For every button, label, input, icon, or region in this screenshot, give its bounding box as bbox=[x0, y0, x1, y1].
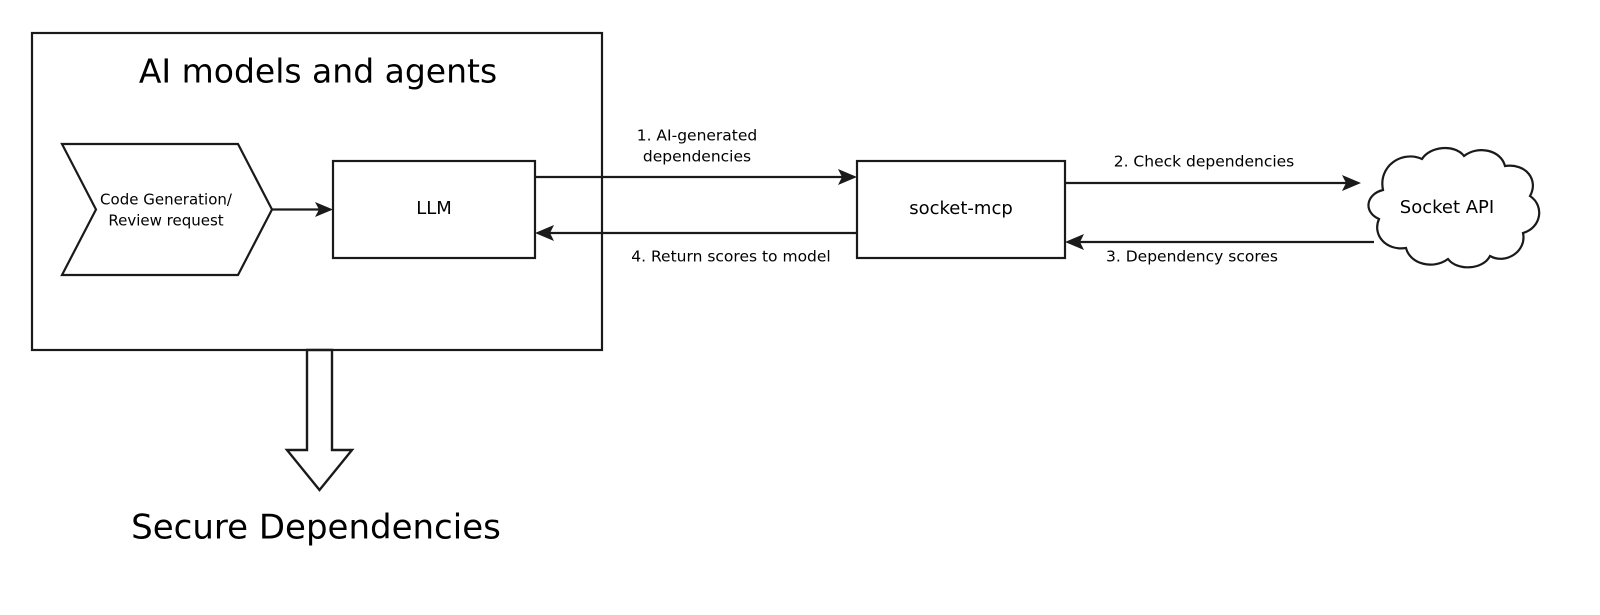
edge-3-label: 3. Dependency scores bbox=[1106, 248, 1278, 266]
edge-4-label: 4. Return scores to model bbox=[631, 248, 830, 266]
container-title: AI models and agents bbox=[139, 52, 497, 91]
edge-3-arrow-head-left-icon bbox=[1065, 234, 1084, 250]
code-request-label-line2: Review request bbox=[108, 212, 223, 230]
edge-1-label-line2: dependencies bbox=[643, 148, 751, 166]
llm-box[interactable] bbox=[331, 159, 537, 260]
edge-1-arrow-head-right-icon bbox=[838, 169, 857, 185]
outcome-label: Secure Dependencies bbox=[131, 508, 501, 548]
socket-mcp-label: socket-mcp bbox=[909, 198, 1013, 219]
cloud-shape-icon[interactable] bbox=[1367, 147, 1541, 269]
chevron-shape[interactable] bbox=[60, 142, 274, 277]
arrow-head-right-icon bbox=[315, 202, 333, 217]
block-arrow-down-icon bbox=[284, 348, 355, 492]
code-request-label-line1: Code Generation/ bbox=[100, 191, 233, 209]
node-llm[interactable]: LLM bbox=[331, 159, 537, 260]
connector-request-to-llm bbox=[272, 202, 333, 217]
edge-3-dependency-scores: 3. Dependency scores bbox=[1065, 234, 1374, 266]
edge-1-label-line1: 1. AI-generated bbox=[637, 127, 758, 145]
edge-2-label: 2. Check dependencies bbox=[1114, 153, 1295, 171]
outcome-block-arrow bbox=[284, 348, 355, 492]
edge-4-arrow-head-left-icon bbox=[535, 225, 554, 241]
socket-mcp-box[interactable] bbox=[855, 159, 1067, 260]
edge-1-ai-generated-dependencies: 1. AI-generated dependencies bbox=[535, 127, 857, 185]
edge-2-arrow-head-right-icon bbox=[1342, 175, 1361, 191]
llm-label: LLM bbox=[416, 198, 452, 219]
socket-api-label: Socket API bbox=[1400, 197, 1494, 218]
node-socket-api[interactable]: Socket API bbox=[1367, 147, 1541, 269]
edge-4-return-scores-to-model: 4. Return scores to model bbox=[535, 225, 857, 266]
node-socket-mcp[interactable]: socket-mcp bbox=[855, 159, 1067, 260]
node-code-request[interactable]: Code Generation/ Review request bbox=[60, 142, 274, 277]
edge-2-check-dependencies: 2. Check dependencies bbox=[1065, 153, 1361, 191]
